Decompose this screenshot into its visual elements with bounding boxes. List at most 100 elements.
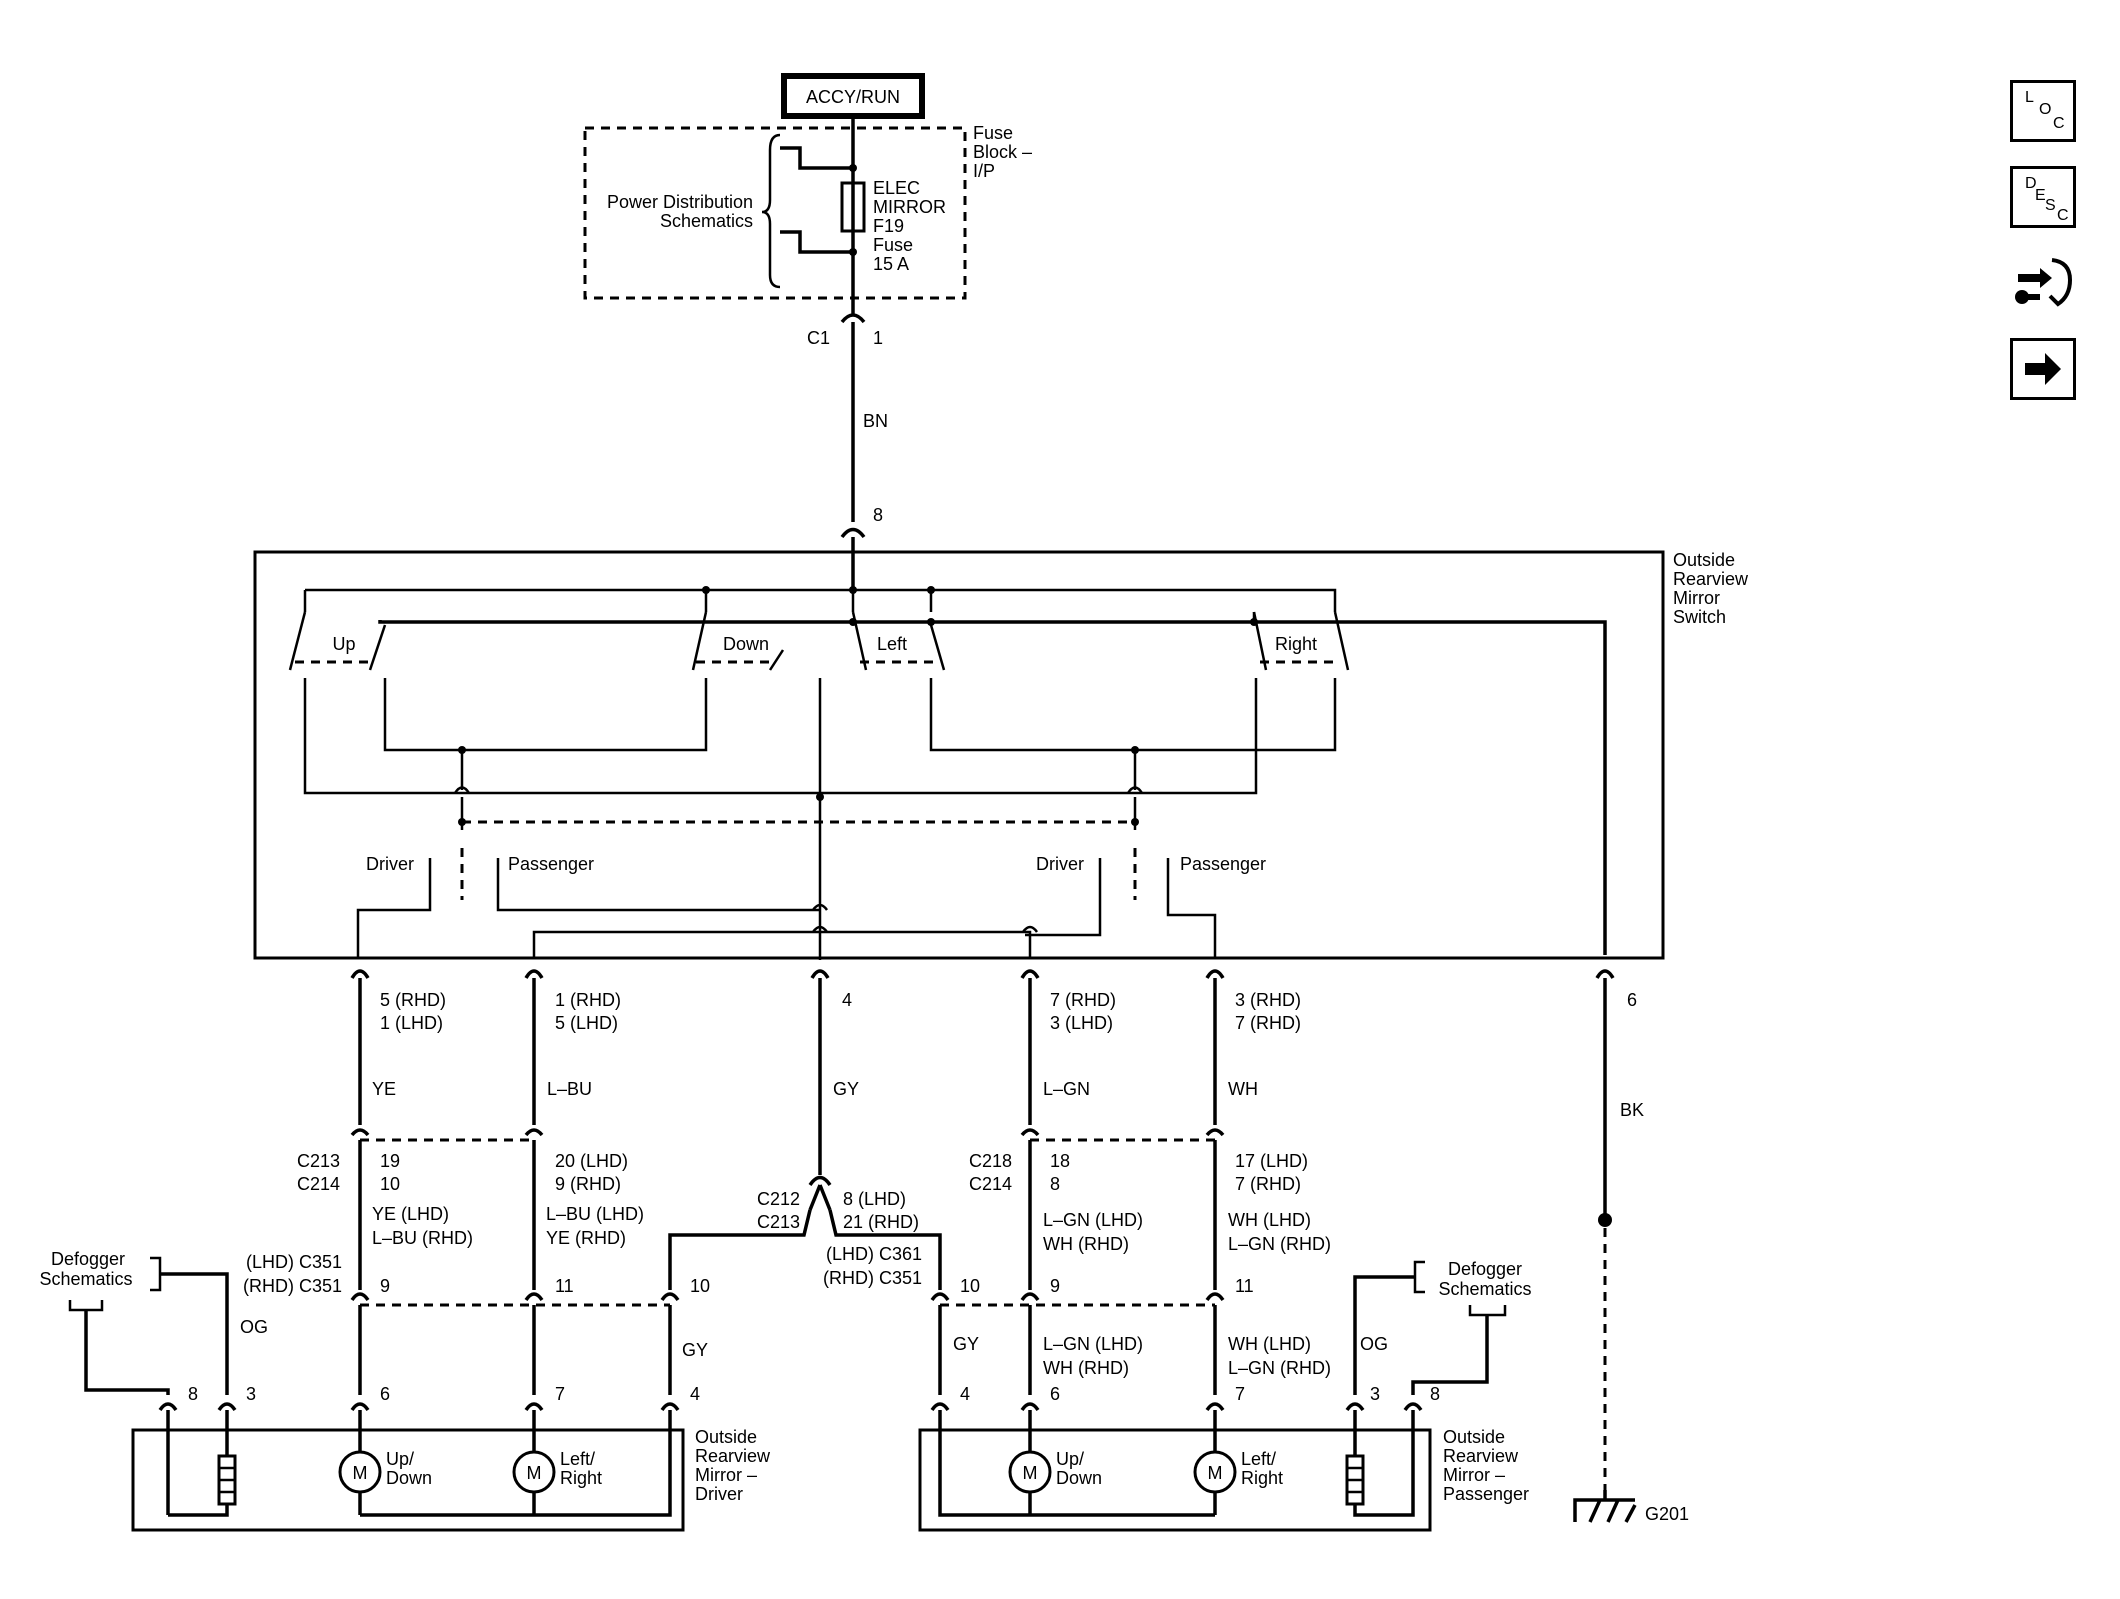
c218-w1-a: L–GN (LHD) (1043, 1210, 1143, 1230)
desc-letter-c: C (2057, 207, 2069, 224)
power-source-label: ACCY/RUN (806, 87, 900, 107)
right-w1-b: WH (RHD) (1043, 1358, 1129, 1378)
right-og-label: OG (1360, 1334, 1388, 1354)
bn-wire-label: BN (863, 411, 888, 431)
select-driver-right: Driver (1036, 854, 1084, 874)
switch-title-1: Outside (1673, 550, 1735, 570)
inline-connector-marks (350, 1128, 1225, 1137)
desc-icon[interactable]: D E S C (2010, 166, 2076, 228)
left-c351-conn-1: (LHD) C351 (246, 1252, 342, 1272)
switch-up-label: Up (332, 634, 355, 654)
c213-p1-a: 19 (380, 1151, 400, 1171)
c218-p2-b: 7 (RHD) (1235, 1174, 1301, 1194)
ground-splice (1598, 1213, 1612, 1227)
driver-pin-7: 7 (555, 1384, 565, 1404)
pin-lgn-a: 7 (RHD) (1050, 990, 1116, 1010)
right-w2-b: L–GN (RHD) (1228, 1358, 1331, 1378)
loc-letter-c: C (2053, 115, 2065, 132)
c212-conn-1: C212 (757, 1189, 800, 1209)
mirror-switch-box (253, 550, 1665, 960)
pass-mirror-title-1: Outside (1443, 1427, 1505, 1447)
driver-m1-label-2: Down (386, 1468, 432, 1488)
left-gy-label: GY (682, 1340, 708, 1360)
driver-m2-label-2: Right (560, 1468, 602, 1488)
switch-title-4: Switch (1673, 607, 1726, 627)
pass-pin-6: 6 (1050, 1384, 1060, 1404)
switch-top-pin: 8 (873, 505, 883, 525)
c213-w2-b: YE (RHD) (546, 1228, 626, 1248)
c213-w2-a: L–BU (LHD) (546, 1204, 644, 1224)
pin-lbu-a: 1 (RHD) (555, 990, 621, 1010)
switch-down-label: Down (723, 634, 769, 654)
wire-bk-label: BK (1620, 1100, 1644, 1120)
passenger-mirror-pins (930, 1402, 1423, 1412)
wire-ye-label: YE (372, 1079, 396, 1099)
c218-w2-b: L–GN (RHD) (1228, 1234, 1331, 1254)
pass-m1-label-2: Down (1056, 1468, 1102, 1488)
left-c351-conn-2: (RHD) C351 (243, 1276, 342, 1296)
pass-pin-4: 4 (960, 1384, 970, 1404)
desc-letter-d: D (2025, 175, 2037, 192)
c212-conn-2: C213 (757, 1212, 800, 1232)
right-defogger-label-1: Defogger (1448, 1259, 1522, 1279)
c212-pin-2: 21 (RHD) (843, 1212, 919, 1232)
ground-label: G201 (1645, 1504, 1689, 1524)
left-defogger-label-1: Defogger (51, 1249, 125, 1269)
pass-motor-2-label: M (1208, 1463, 1223, 1483)
pass-mirror-title-2: Rearview (1443, 1446, 1519, 1466)
switch-output-pins (350, 969, 1615, 979)
power-dist-label-1: Power Distribution (607, 192, 753, 212)
switch-right-label: Right (1275, 634, 1317, 654)
c218-conn-1: C218 (969, 1151, 1012, 1171)
c213-p1-b: 10 (380, 1174, 400, 1194)
fuse-label-5: 15 A (873, 254, 909, 274)
right-c361-conn-2: (RHD) C351 (823, 1268, 922, 1288)
fuse-label-3: F19 (873, 216, 904, 236)
right-defogger-label-2: Schematics (1438, 1279, 1531, 1299)
wire-lgn-label: L–GN (1043, 1079, 1090, 1099)
driver-mirror-title-2: Rearview (695, 1446, 771, 1466)
right-w2-a: WH (LHD) (1228, 1334, 1311, 1354)
pin-bk-a: 6 (1627, 990, 1637, 1010)
driver-m2-label-1: Left/ (560, 1449, 595, 1469)
loc-icon[interactable]: L O C (2010, 80, 2076, 142)
select-passenger-left: Passenger (508, 854, 594, 874)
loc-letter-o: O (2039, 101, 2052, 118)
right-c361-pin-2: 9 (1050, 1276, 1060, 1296)
c1-pin: 1 (873, 328, 883, 348)
select-passenger-right: Passenger (1180, 854, 1266, 874)
wire-wh-label: WH (1228, 1079, 1258, 1099)
c218-conn-2: C214 (969, 1174, 1012, 1194)
driver-mirror-pins (158, 1402, 680, 1412)
wrench-arrows-icon[interactable] (2010, 252, 2076, 314)
c213-conn-2: C214 (297, 1174, 340, 1194)
side-nav: L O C D E S C (2010, 80, 2090, 424)
fuse-block-label-3: I/P (973, 161, 995, 181)
fuse-label-4: Fuse (873, 235, 913, 255)
left-c351-pin-3: 10 (690, 1276, 710, 1296)
c218-w1-b: WH (RHD) (1043, 1234, 1129, 1254)
pass-pin-3: 3 (1370, 1384, 1380, 1404)
left-c351-pin-1: 9 (380, 1276, 390, 1296)
pin-wh-b: 7 (RHD) (1235, 1013, 1301, 1033)
pin-yw-b: 1 (LHD) (380, 1013, 443, 1033)
driver-mirror-box (131, 1428, 685, 1532)
pin-lgn-b: 3 (LHD) (1050, 1013, 1113, 1033)
desc-letter-e: E (2035, 187, 2046, 204)
driver-pin-3: 3 (246, 1384, 256, 1404)
left-defogger-label-2: Schematics (39, 1269, 132, 1289)
c1-label: C1 (807, 328, 830, 348)
fuse-block-label-1: Fuse (973, 123, 1013, 143)
driver-mirror-title-1: Outside (695, 1427, 757, 1447)
pin-wh-a: 3 (RHD) (1235, 990, 1301, 1010)
loc-letter-l: L (2025, 89, 2034, 106)
right-c361-conn-1: (LHD) C361 (826, 1244, 922, 1264)
driver-motor-2-label: M (527, 1463, 542, 1483)
c212-pin-1: 8 (LHD) (843, 1189, 906, 1209)
pass-mirror-title-3: Mirror – (1443, 1465, 1505, 1485)
pass-mirror-title-4: Passenger (1443, 1484, 1529, 1504)
right-c361-marks (930, 1292, 1225, 1302)
right-arrow-icon[interactable] (2010, 338, 2076, 400)
right-w1-a: L–GN (LHD) (1043, 1334, 1143, 1354)
c213-conn-1: C213 (297, 1151, 340, 1171)
